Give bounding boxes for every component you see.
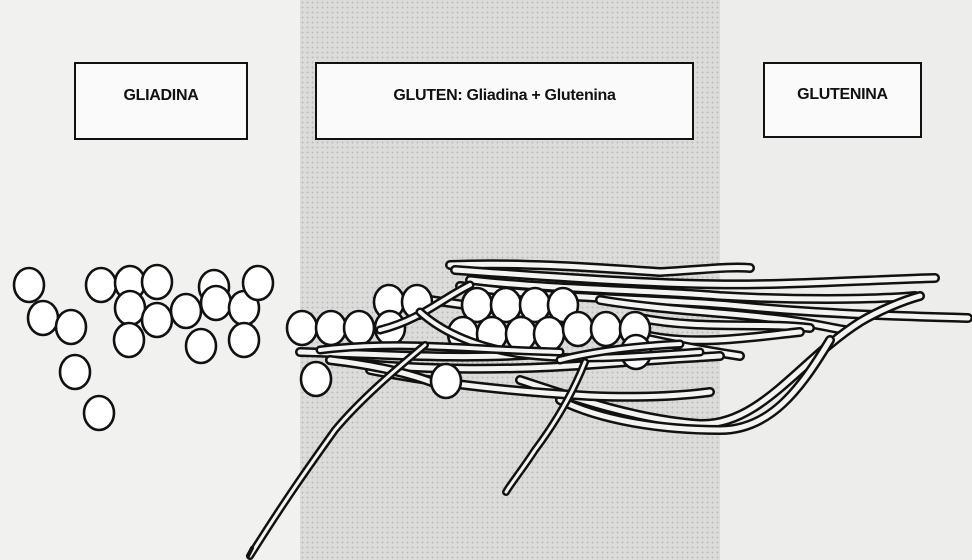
gliadin-sphere: [60, 355, 90, 389]
gliadin-sphere: [115, 291, 145, 325]
gliadin-sphere: [56, 310, 86, 344]
gliadin-sphere-in-gluten: [563, 312, 593, 346]
gliadin-sphere: [171, 294, 201, 328]
gliadin-sphere: [28, 301, 58, 335]
gliadin-sphere: [84, 396, 114, 430]
gliadin-sphere: [86, 268, 116, 302]
glutenin-strand-front: [320, 346, 560, 352]
gliadin-sphere-in-gluten: [591, 312, 621, 346]
gliadin-sphere-in-gluten: [344, 311, 374, 345]
gliadin-sphere: [186, 329, 216, 363]
gliadin-sphere-in-gluten: [316, 311, 346, 345]
gliadin-sphere-in-gluten: [534, 317, 564, 351]
gliadin-sphere-in-gluten: [301, 362, 331, 396]
gliadin-sphere: [229, 323, 259, 357]
gliadin-sphere: [114, 323, 144, 357]
gliadin-sphere: [243, 266, 273, 300]
gliadin-sphere: [14, 268, 44, 302]
gliadin-sphere: [142, 303, 172, 337]
gliadin-sphere-in-gluten: [287, 311, 317, 345]
gliadin-sphere: [142, 265, 172, 299]
gliadin-sphere-in-gluten: [431, 364, 461, 398]
gliadin-sphere: [201, 286, 231, 320]
